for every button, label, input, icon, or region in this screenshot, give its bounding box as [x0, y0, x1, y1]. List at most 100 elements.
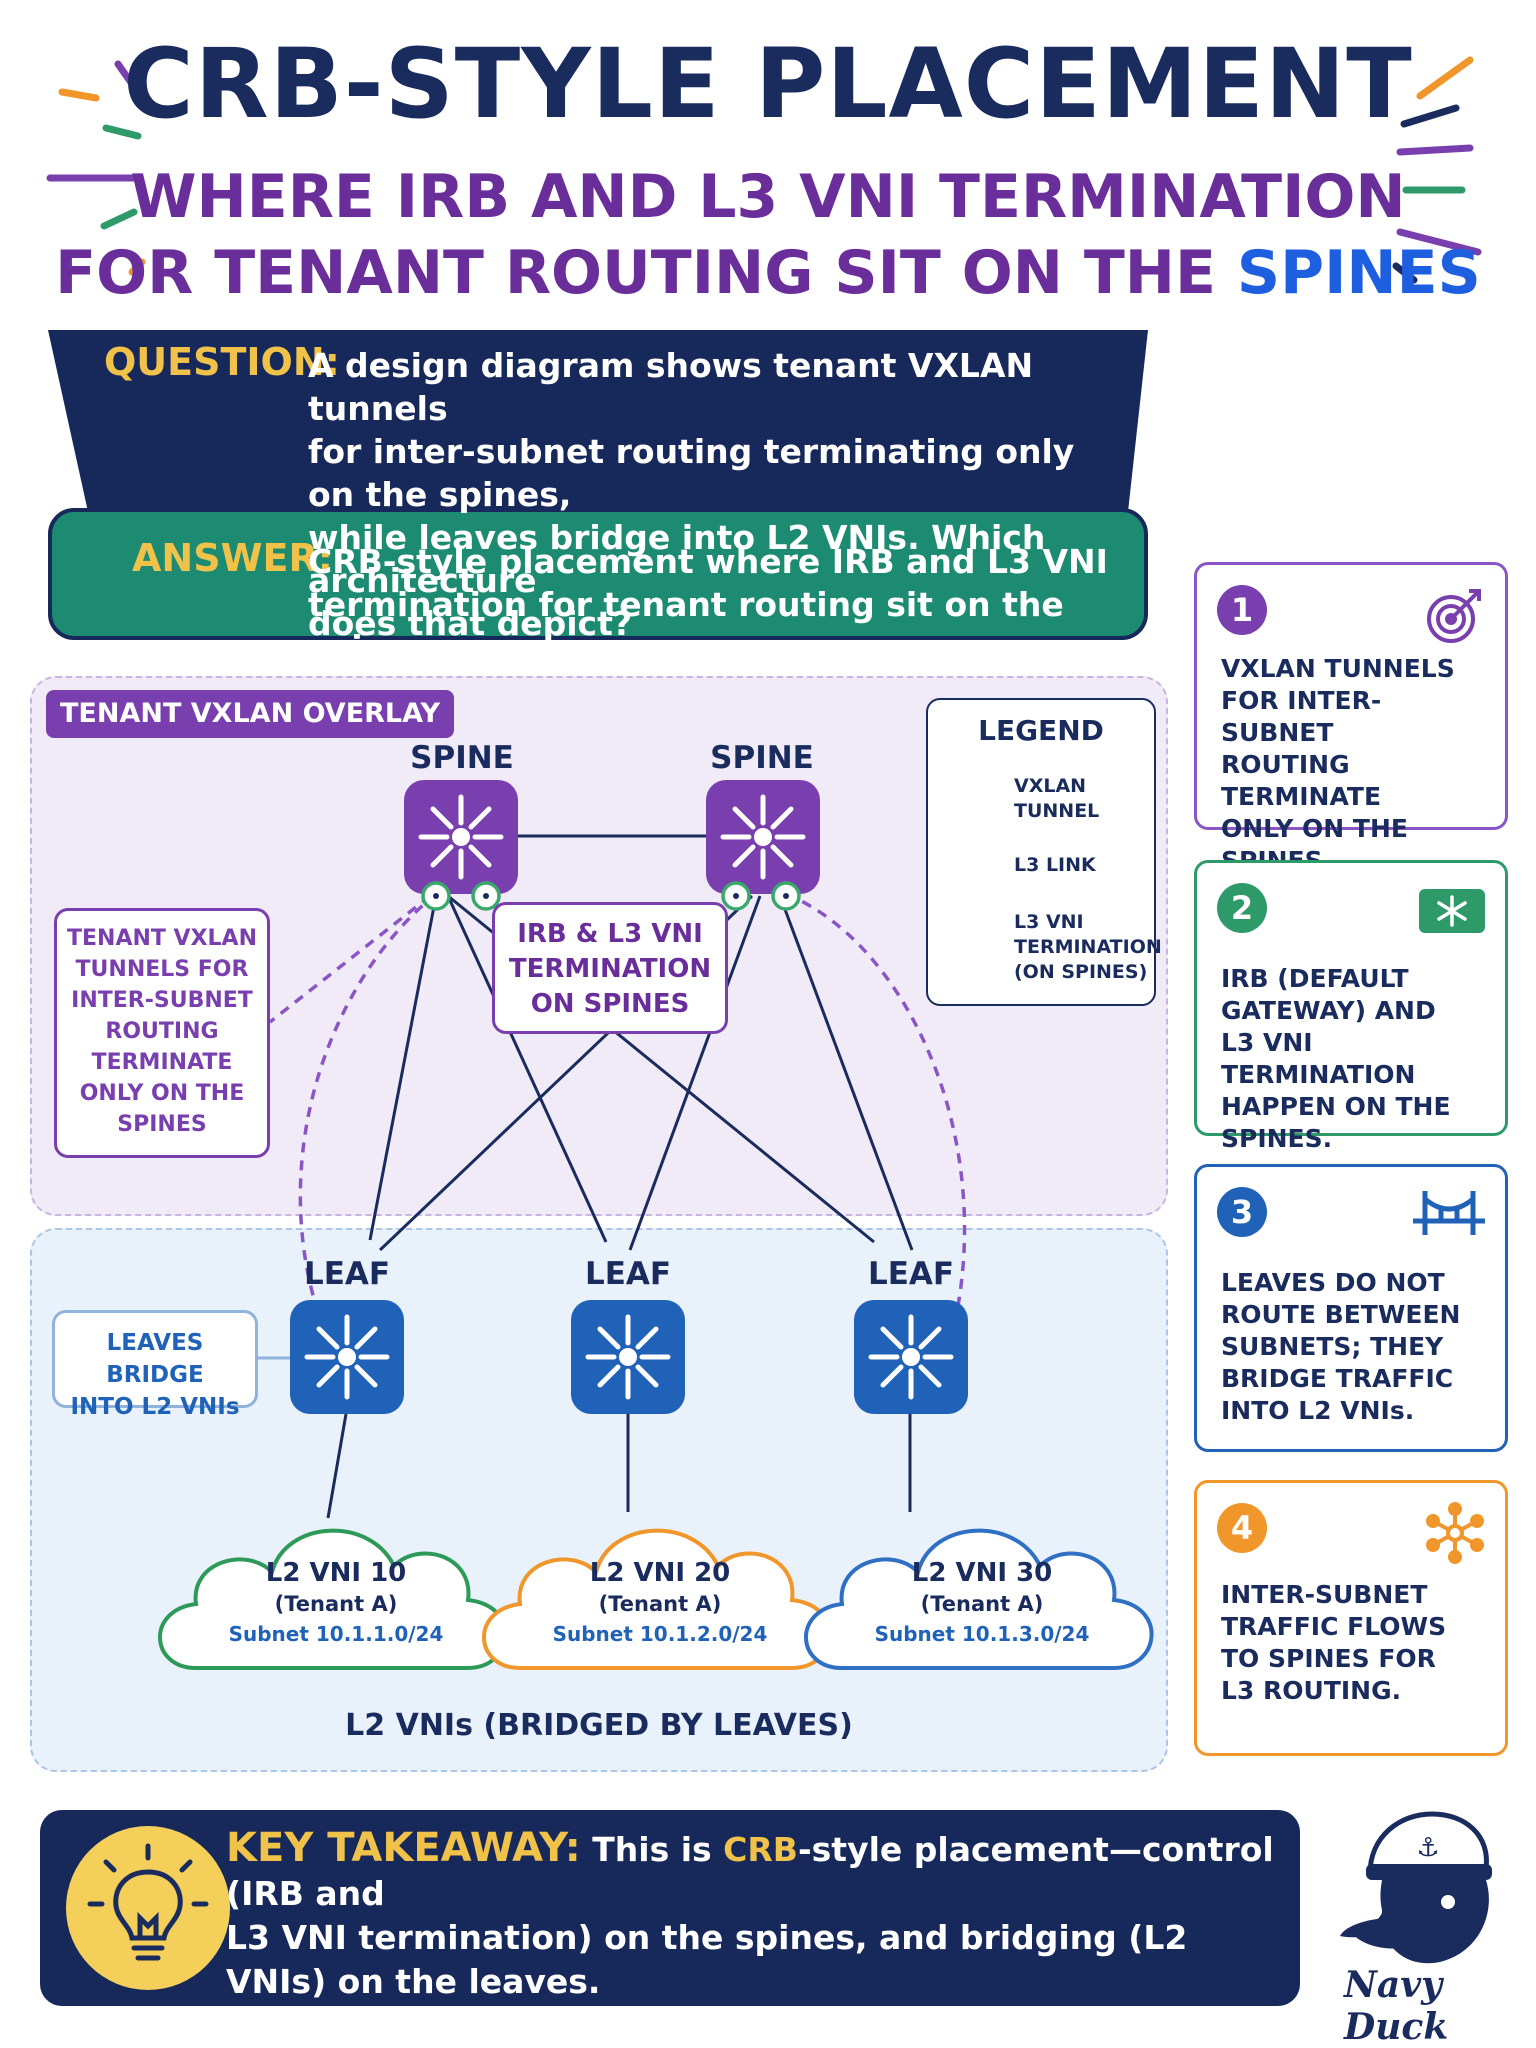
- key-takeaway-panel: [40, 1810, 1300, 2006]
- spine-label: SPINE: [710, 740, 814, 776]
- cloud-tenant: (Tenant A): [598, 1592, 722, 1616]
- takeaway-span: This is: [592, 1830, 724, 1869]
- card-line: ONLY ON THE: [1221, 814, 1408, 843]
- cloud-name: L2 VNI 20: [589, 1558, 731, 1588]
- info-card-2: 2 IRB (DEFAULT GATEWAY) AND L3 VNI TERMI…: [1194, 860, 1508, 1153]
- card-text: LEAVES DO NOT ROUTE BETWEEN SUBNETS; THE…: [1221, 1267, 1491, 1427]
- tunnels-note: TENANT VXLAN TUNNELS FOR INTER-SUBNET RO…: [54, 908, 270, 1158]
- takeaway-line-3: Ideal for scalable tenant routing with c…: [226, 2006, 1141, 2045]
- note-line: LEAVES BRIDGE: [106, 1330, 204, 1388]
- card-text: VXLAN TUNNELS FOR INTER-SUBNET ROUTING T…: [1221, 653, 1491, 877]
- cloud-subnet: Subnet 10.1.3.0/24: [874, 1622, 1090, 1646]
- router-icon: [1419, 889, 1485, 933]
- note-line: IRB & L3 VNI: [517, 919, 703, 949]
- card-line: L3 VNI TERMINATION: [1221, 1028, 1416, 1089]
- info-card-1: 1 VXLAN TUNNELS FOR INTER-SUBNET ROUTING…: [1194, 562, 1508, 875]
- note-line: TERMINATE: [91, 1050, 233, 1075]
- legend-line: VXLAN: [1014, 775, 1087, 797]
- subtitle-text: FOR TENANT ROUTING SIT ON THE: [55, 238, 1237, 308]
- note-line: ON SPINES: [530, 989, 690, 1019]
- confetti-decoration: [46, 56, 1482, 284]
- legend-line: (ON SPINES): [1014, 961, 1148, 983]
- spine-node-1: [404, 780, 518, 894]
- takeaway-text: KEY TAKEAWAY: This is CRB-style placemen…: [226, 1826, 1286, 2048]
- card-number: 3: [1217, 1187, 1267, 1237]
- card-line: SUBNETS; THEY: [1221, 1332, 1444, 1361]
- cloud-name: L2 VNI 30: [911, 1558, 1053, 1588]
- legend: LEGEND VXLAN TUNNEL L3 LINK L3 VNI TERMI…: [926, 698, 1162, 1006]
- leaf-label: LEAF: [867, 1256, 955, 1292]
- leaf-node-3: [854, 1300, 968, 1414]
- takeaway-label: KEY TAKEAWAY:: [226, 1825, 581, 1871]
- card-line: SPINES.: [1221, 1124, 1333, 1153]
- answer-line: termination for tenant routing sit on th…: [308, 585, 1064, 667]
- card-line: FOR INTER-SUBNET: [1221, 686, 1382, 747]
- card-number: 2: [1217, 883, 1267, 933]
- cloud-subnet: Subnet 10.1.2.0/24: [552, 1622, 768, 1646]
- cloud-vni-10: L2 VNI 10 (Tenant A) Subnet 10.1.1.0/24: [186, 1558, 486, 1646]
- lightbulb-icon: [87, 1843, 209, 1961]
- question-panel: [48, 330, 1148, 530]
- legend-title: LEGEND: [978, 714, 1104, 747]
- spine-label: SPINE: [410, 740, 514, 776]
- note-line: INTER-SUBNET: [71, 988, 253, 1013]
- cloud-tenant: (Tenant A): [274, 1592, 398, 1616]
- takeaway-line-1: KEY TAKEAWAY: This is CRB-style placemen…: [226, 1826, 1286, 1916]
- card-text: INTER-SUBNET TRAFFIC FLOWS TO SPINES FOR…: [1221, 1579, 1491, 1707]
- answer-line: CRB-style placement where IRB and L3 VNI: [308, 542, 1108, 581]
- note-line: TERMINATION: [508, 954, 712, 984]
- card-line: LEAVES DO NOT: [1221, 1268, 1445, 1297]
- answer-text: CRB-style placement where IRB and L3 VNI…: [308, 540, 1128, 669]
- card-line: TRAFFIC FLOWS: [1221, 1612, 1447, 1641]
- note-line: SPINES: [117, 1112, 207, 1137]
- cloud-name: L2 VNI 10: [265, 1558, 407, 1588]
- card-text: IRB (DEFAULT GATEWAY) AND L3 VNI TERMINA…: [1221, 963, 1491, 1155]
- cloud-shape-1: [158, 1528, 508, 1670]
- cloud-vni-30: L2 VNI 30 (Tenant A) Subnet 10.1.3.0/24: [832, 1558, 1132, 1646]
- legend-termination-label: L3 VNI TERMINATION (ON SPINES): [1014, 910, 1162, 985]
- card-line: ROUTE BETWEEN: [1221, 1300, 1461, 1329]
- vxlan-tunnel: [785, 892, 967, 1307]
- card-line: L3 ROUTING.: [1221, 1676, 1402, 1705]
- cloud-subnet: Subnet 10.1.1.0/24: [228, 1622, 444, 1646]
- l3-link: [628, 895, 762, 1251]
- cloud-vni-20: L2 VNI 20 (Tenant A) Subnet 10.1.2.0/24: [510, 1558, 810, 1646]
- card-line: INTO L2 VNIs.: [1221, 1396, 1415, 1425]
- question-line: does that depict?: [308, 604, 633, 643]
- question-line: A design diagram shows tenant VXLAN tunn…: [308, 346, 1034, 428]
- cloud-shape-3: [804, 1528, 1154, 1670]
- l3-link: [368, 895, 438, 1241]
- question-label: QUESTION:: [104, 340, 340, 384]
- legend-vxlan-label: VXLAN TUNNEL: [1014, 774, 1099, 824]
- answer-panel: [48, 508, 1148, 640]
- l3-link: [446, 895, 608, 1243]
- card-number: 1: [1217, 585, 1267, 635]
- l2-area-label: L2 VNIs (BRIDGED BY LEAVES): [345, 1708, 853, 1743]
- leaf-node-1: [290, 1300, 404, 1414]
- leaf-node-2: [571, 1300, 685, 1414]
- card-line: INTER-SUBNET: [1221, 1580, 1428, 1609]
- takeaway-line-2: L3 VNI termination) on the spines, and b…: [226, 1918, 1188, 2001]
- page-subtitle-line1: WHERE IRB AND L3 VNI TERMINATION: [130, 162, 1406, 232]
- legend-line: TERMINATION: [1014, 936, 1162, 958]
- note-line: ROUTING: [105, 1019, 219, 1044]
- spine-node-2: [706, 780, 820, 894]
- question-text: A design diagram shows tenant VXLAN tunn…: [308, 344, 1128, 645]
- card-line: HAPPEN ON THE: [1221, 1092, 1451, 1121]
- note-line: ONLY ON THE: [79, 1081, 245, 1106]
- info-card-3: 3 LEAVES DO NOT ROUTE BETWEEN SUBNETS; T…: [1194, 1164, 1508, 1452]
- info-card-4: 4 INTER-SUBNET TRAFFIC FLOWS TO SPINES F…: [1194, 1480, 1508, 1756]
- takeaway-emphasis: CRB: [723, 1830, 798, 1869]
- brand-name: Navy Duck: [1344, 1964, 1449, 2048]
- legend-link-label: L3 LINK: [1014, 854, 1096, 876]
- card-line: ROUTING TERMINATE: [1221, 750, 1382, 811]
- vxlan-tunnel: [298, 892, 438, 1307]
- target-icon: [1427, 589, 1481, 643]
- card-line: VXLAN TUNNELS: [1221, 654, 1455, 683]
- card-number: 4: [1217, 1503, 1267, 1553]
- vxlan-tunnel-note-pointer: [268, 894, 432, 1024]
- cloud-tenant: (Tenant A): [920, 1592, 1044, 1616]
- duck-mascot-icon: ⚓: [1340, 1811, 1492, 1964]
- note-line: TUNNELS FOR: [75, 957, 249, 982]
